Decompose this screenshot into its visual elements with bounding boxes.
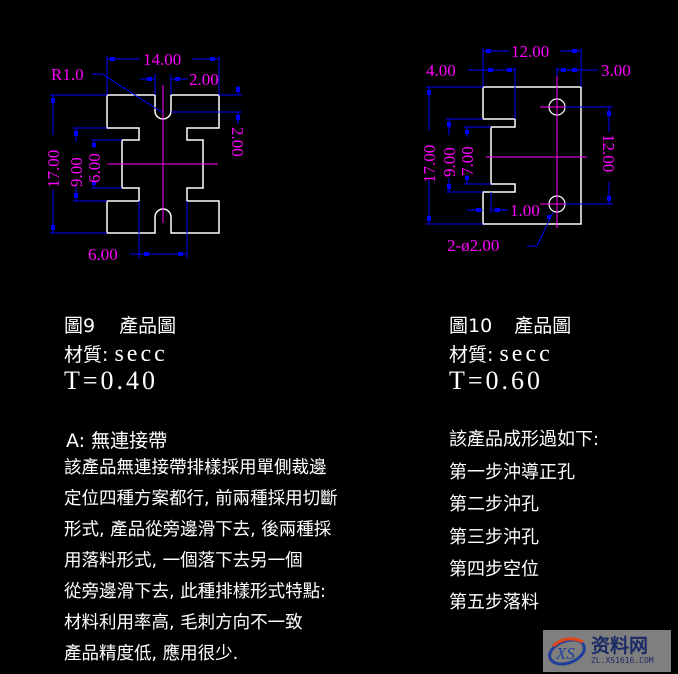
figure10-material: 材質: secc	[449, 340, 553, 368]
process-step: 第五步落料	[449, 591, 539, 613]
notes-b-heading: 該產品成形過如下:	[449, 429, 600, 450]
dim-17-00: 17.00	[44, 150, 63, 188]
process-step: 第四步空位	[449, 559, 539, 580]
figure9-caption: 圖9 產品圖	[64, 311, 176, 338]
figure9-material: 材質: secc	[64, 340, 168, 368]
watermark-brand: 资料网	[591, 635, 649, 657]
notes-a-line: 材料利用率高, 毛刺方向不一致	[64, 613, 303, 633]
dim-6-00-inner: 6.00	[85, 153, 104, 183]
notes-a-line: 產品精度低, 應用很少.	[64, 644, 239, 664]
process-step: 第二步沖孔	[449, 494, 539, 515]
dim-slot-2-00: 2.00	[189, 70, 219, 89]
notes-a-heading: A: 無連接帶	[66, 430, 168, 452]
figure9-drawing: 14.00 2.00 R1.0 17.00 9.00 6.00 2.00 6.0…	[44, 50, 247, 264]
figure9-material-value: secc	[114, 341, 168, 367]
dim-1-00: 1.00	[510, 201, 540, 220]
watermark-url: ZL.XS1616.COM	[591, 656, 654, 665]
figure10-material-label: 材質:	[449, 344, 494, 366]
figure9-caption-label: 產品圖	[119, 315, 177, 337]
dim-9-00: 9.00	[67, 157, 86, 187]
dim-12-00-top: 12.00	[511, 42, 549, 61]
dim-12-00-right: 12.00	[599, 134, 618, 172]
notes-a-line: 從旁邊滑下去, 此種排樣形式特點:	[64, 582, 327, 602]
dim-17-00-fig10: 17.00	[420, 145, 439, 183]
dim-7-00: 7.00	[458, 146, 477, 176]
notes-a-line: 定位四種方案都行, 前兩種採用切斷	[64, 489, 338, 509]
xs-logo-icon: XS	[547, 634, 587, 668]
notes-a-line: 形式, 產品從旁邊滑下去, 後兩種採	[64, 520, 332, 540]
figure9-thickness: T=0.40	[64, 366, 159, 395]
notes-a-line: 用落料形式, 一個落下去另一個	[64, 551, 303, 571]
dim-holes: 2-ø2.00	[447, 236, 499, 255]
notes-b: 該產品成形過如下: 第一步沖導正孔 第二步沖孔 第三步沖孔 第四步空位 第五步落…	[449, 424, 599, 619]
notes-a-line: 該產品無連接帶排樣採用單側裁邊	[64, 458, 327, 478]
figure10-drawing: 12.00 4.00 3.00 17.00 9.00 7.00 12.00 1.…	[420, 42, 631, 255]
dim-14-00: 14.00	[143, 50, 181, 69]
dim-6-00-neck: 6.00	[88, 245, 118, 264]
dim-3-00: 3.00	[601, 61, 631, 80]
figure9-caption-number: 圖9	[64, 315, 96, 337]
figure10-material-value: secc	[499, 341, 553, 367]
figure9-material-label: 材質:	[64, 344, 109, 366]
process-step: 第三步沖孔	[449, 526, 539, 548]
dim-9-00-fig10: 9.00	[440, 147, 459, 177]
figure10-caption-number: 圖10	[449, 315, 493, 337]
figure10-caption: 圖10 產品圖	[449, 311, 571, 338]
svg-text:XS: XS	[555, 644, 575, 663]
dim-slot-depth-2-00: 2.00	[228, 127, 247, 157]
figure10-caption-label: 產品圖	[514, 315, 572, 337]
process-step: 第一步沖導正孔	[449, 461, 575, 483]
watermark-logo: XS 资料网 ZL.XS1616.COM	[543, 630, 671, 672]
figure10-thickness: T=0.60	[449, 366, 544, 395]
dim-4-00: 4.00	[426, 61, 456, 80]
notes-a-body: 該產品無連接帶排樣採用單側裁邊 定位四種方案都行, 前兩種採用切斷 形式, 產品…	[64, 453, 338, 670]
dim-r1-0: R1.0	[51, 65, 84, 84]
